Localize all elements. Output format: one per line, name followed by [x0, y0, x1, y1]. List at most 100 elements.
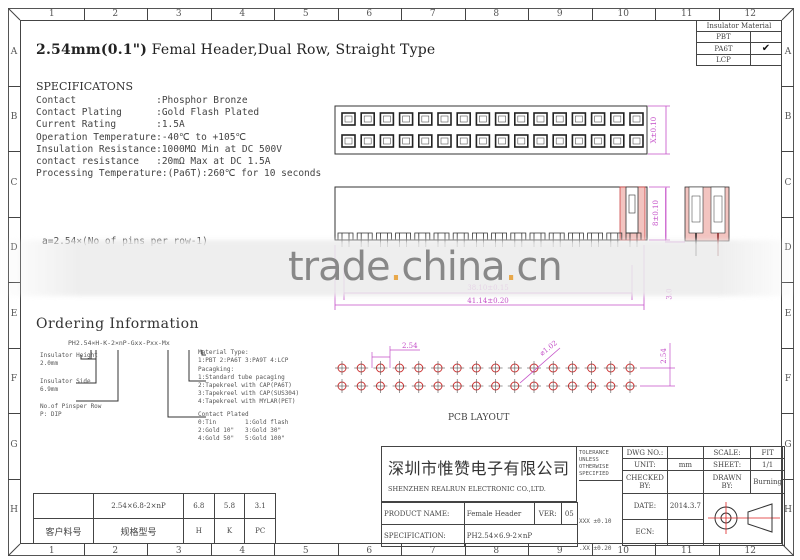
zone-divider [401, 8, 402, 20]
zone-col-11: 11 [681, 546, 693, 556]
zone-divider [782, 478, 794, 480]
zone-row-A: A [784, 46, 792, 57]
checked-by-label: CHECKED BY: [622, 470, 668, 494]
spec-row: contact resistance :20mΩ Max at DC 1.5A [36, 155, 271, 167]
zone-divider [83, 544, 85, 556]
watermark-text: trade.china.cn [288, 244, 563, 290]
zone-row-B: B [784, 112, 792, 123]
zone-col-5: 5 [302, 9, 309, 19]
zone-divider [337, 8, 339, 20]
pc-value: 3.1 [244, 493, 276, 519]
date-label: DATE: [622, 492, 668, 520]
drawn-by-value: Burning [750, 470, 785, 494]
ordering-title: Ordering Information [36, 316, 200, 332]
part-code: PH2.54×H-K-2×nP-Gxx-Pxx-Mx [68, 339, 170, 347]
third-angle-projection-icon [707, 502, 780, 535]
zone-row-C: C [784, 177, 792, 188]
zone-row-E: E [10, 308, 18, 319]
spec-row: Operation Temperature:-40℃ to +105℃ [36, 131, 247, 143]
zone-col-6: 6 [366, 9, 373, 19]
zone-col-10: 10 [617, 9, 629, 19]
pcb-layout-label: PCB LAYOUT [448, 413, 510, 423]
check-pbt [749, 31, 783, 43]
dim-width: X±0.10 [650, 117, 658, 143]
zone-row-H: H [784, 505, 792, 516]
tolerance-cell: TOLERANCE UNLESS OTHERWISE SPECIFIED XXX… [577, 447, 623, 552]
zone-divider [337, 544, 339, 556]
ver-label: VER: [533, 502, 562, 525]
note-pins-per-row: No.of Pinsper Row P: DIP [40, 403, 102, 418]
dim-height: 8±0.10 [652, 200, 660, 226]
customer-part-value [33, 493, 94, 519]
zone-divider [8, 347, 20, 349]
sheet-value: 1/1 [750, 458, 785, 472]
zone-divider [274, 8, 275, 20]
zone-divider [718, 544, 720, 556]
k-label: K [213, 518, 246, 544]
k-value: 5.8 [213, 493, 246, 519]
zone-row-F: F [10, 374, 18, 385]
sheet-label: SHEET: [702, 458, 752, 472]
zone-divider [147, 544, 148, 556]
material-pbt: PBT [696, 31, 751, 43]
zone-divider [782, 151, 794, 152]
dwg-no-label: DWG NO.: [622, 445, 668, 460]
material-lcp: LCP [696, 54, 751, 66]
unit-value: mm [666, 458, 704, 472]
zone-divider [147, 8, 148, 20]
zone-divider [782, 413, 794, 414]
date-value: 2014.3.7 [666, 492, 704, 520]
title-block: 深圳市惟赞电子有限公司 SHENZHEN REALRUN ELECTRONIC … [381, 445, 786, 552]
zone-divider [274, 544, 275, 556]
zone-divider [464, 8, 466, 20]
zone-row-A: A [10, 46, 18, 57]
h-value: 6.8 [183, 493, 215, 519]
pc-label: PC [244, 518, 276, 544]
drawing-title: 2.54mm(0.1") Femal Header,Dual Row, Stra… [36, 42, 435, 58]
tolerance-heading: TOLERANCE UNLESS OTHERWISE SPECIFIED [579, 450, 623, 481]
zone-col-3: 3 [175, 9, 182, 19]
product-info-table: PRODUCT NAME: Female Header VER: 05 SPEC… [381, 502, 579, 547]
pcb-row-pitch: 2.54 [660, 348, 668, 364]
company-name-cn: 深圳市惟赞电子有限公司 [388, 459, 570, 478]
zone-divider [591, 544, 593, 556]
zone-col-3: 3 [175, 546, 182, 556]
zone-col-10: 10 [617, 546, 629, 556]
note-insulator-height: Insulator Height 2.0mm [40, 352, 98, 367]
zone-divider [655, 544, 656, 556]
ordering-leader-lines [76, 350, 206, 418]
company-name-en: SHENZHEN REALRUN ELECTRONIC CO.,LTD. [388, 485, 546, 493]
specification-label: SPECIFICATION: [381, 524, 465, 547]
zone-row-F: F [784, 374, 792, 385]
projection-symbol-cell [702, 492, 786, 547]
pcb-hole-dia: ⌀1.02 [538, 339, 559, 358]
zone-col-9: 9 [556, 546, 563, 556]
pcb-pitch: 2.54 [402, 342, 418, 350]
zone-row-C: C [10, 177, 18, 188]
scale-value: FIT [750, 445, 785, 460]
ecn-label: ECN: [622, 518, 668, 547]
spec-model-label: 规格型号 [93, 518, 184, 544]
zone-divider [83, 8, 85, 20]
specifications-list: Contact :Phosphor Bronze Contact Plating… [36, 95, 321, 180]
zone-col-1: 1 [48, 9, 55, 19]
zone-col-7: 7 [429, 9, 436, 19]
zone-col-7: 7 [429, 546, 436, 556]
zone-col-5: 5 [302, 546, 309, 556]
note-insulator-side: Insulator Side 6.9mm [40, 378, 91, 393]
note-contact-plated: Contact Plated 0:Tin 1:Gold flash 2:Gold… [198, 411, 289, 442]
zone-row-B: B [10, 112, 18, 123]
product-name-value: Female Header [463, 502, 535, 525]
drawn-by-label: DRAWN BY: [702, 470, 752, 494]
zone-divider [401, 544, 402, 556]
zone-divider [464, 544, 466, 556]
material-pa6t: PA6T [696, 42, 751, 55]
connector-side-view: 8±0.10 38.10±0.15 41.14±0.20 [334, 186, 670, 310]
zone-col-8: 8 [493, 546, 500, 556]
zone-row-H: H [10, 505, 18, 516]
unit-label: UNIT: [622, 458, 668, 472]
title-text: Femal Header,Dual Row, Straight Type [147, 42, 436, 58]
zone-col-1: 1 [48, 546, 55, 556]
specification-value: PH2.54×6.9-2×nP [463, 524, 579, 547]
